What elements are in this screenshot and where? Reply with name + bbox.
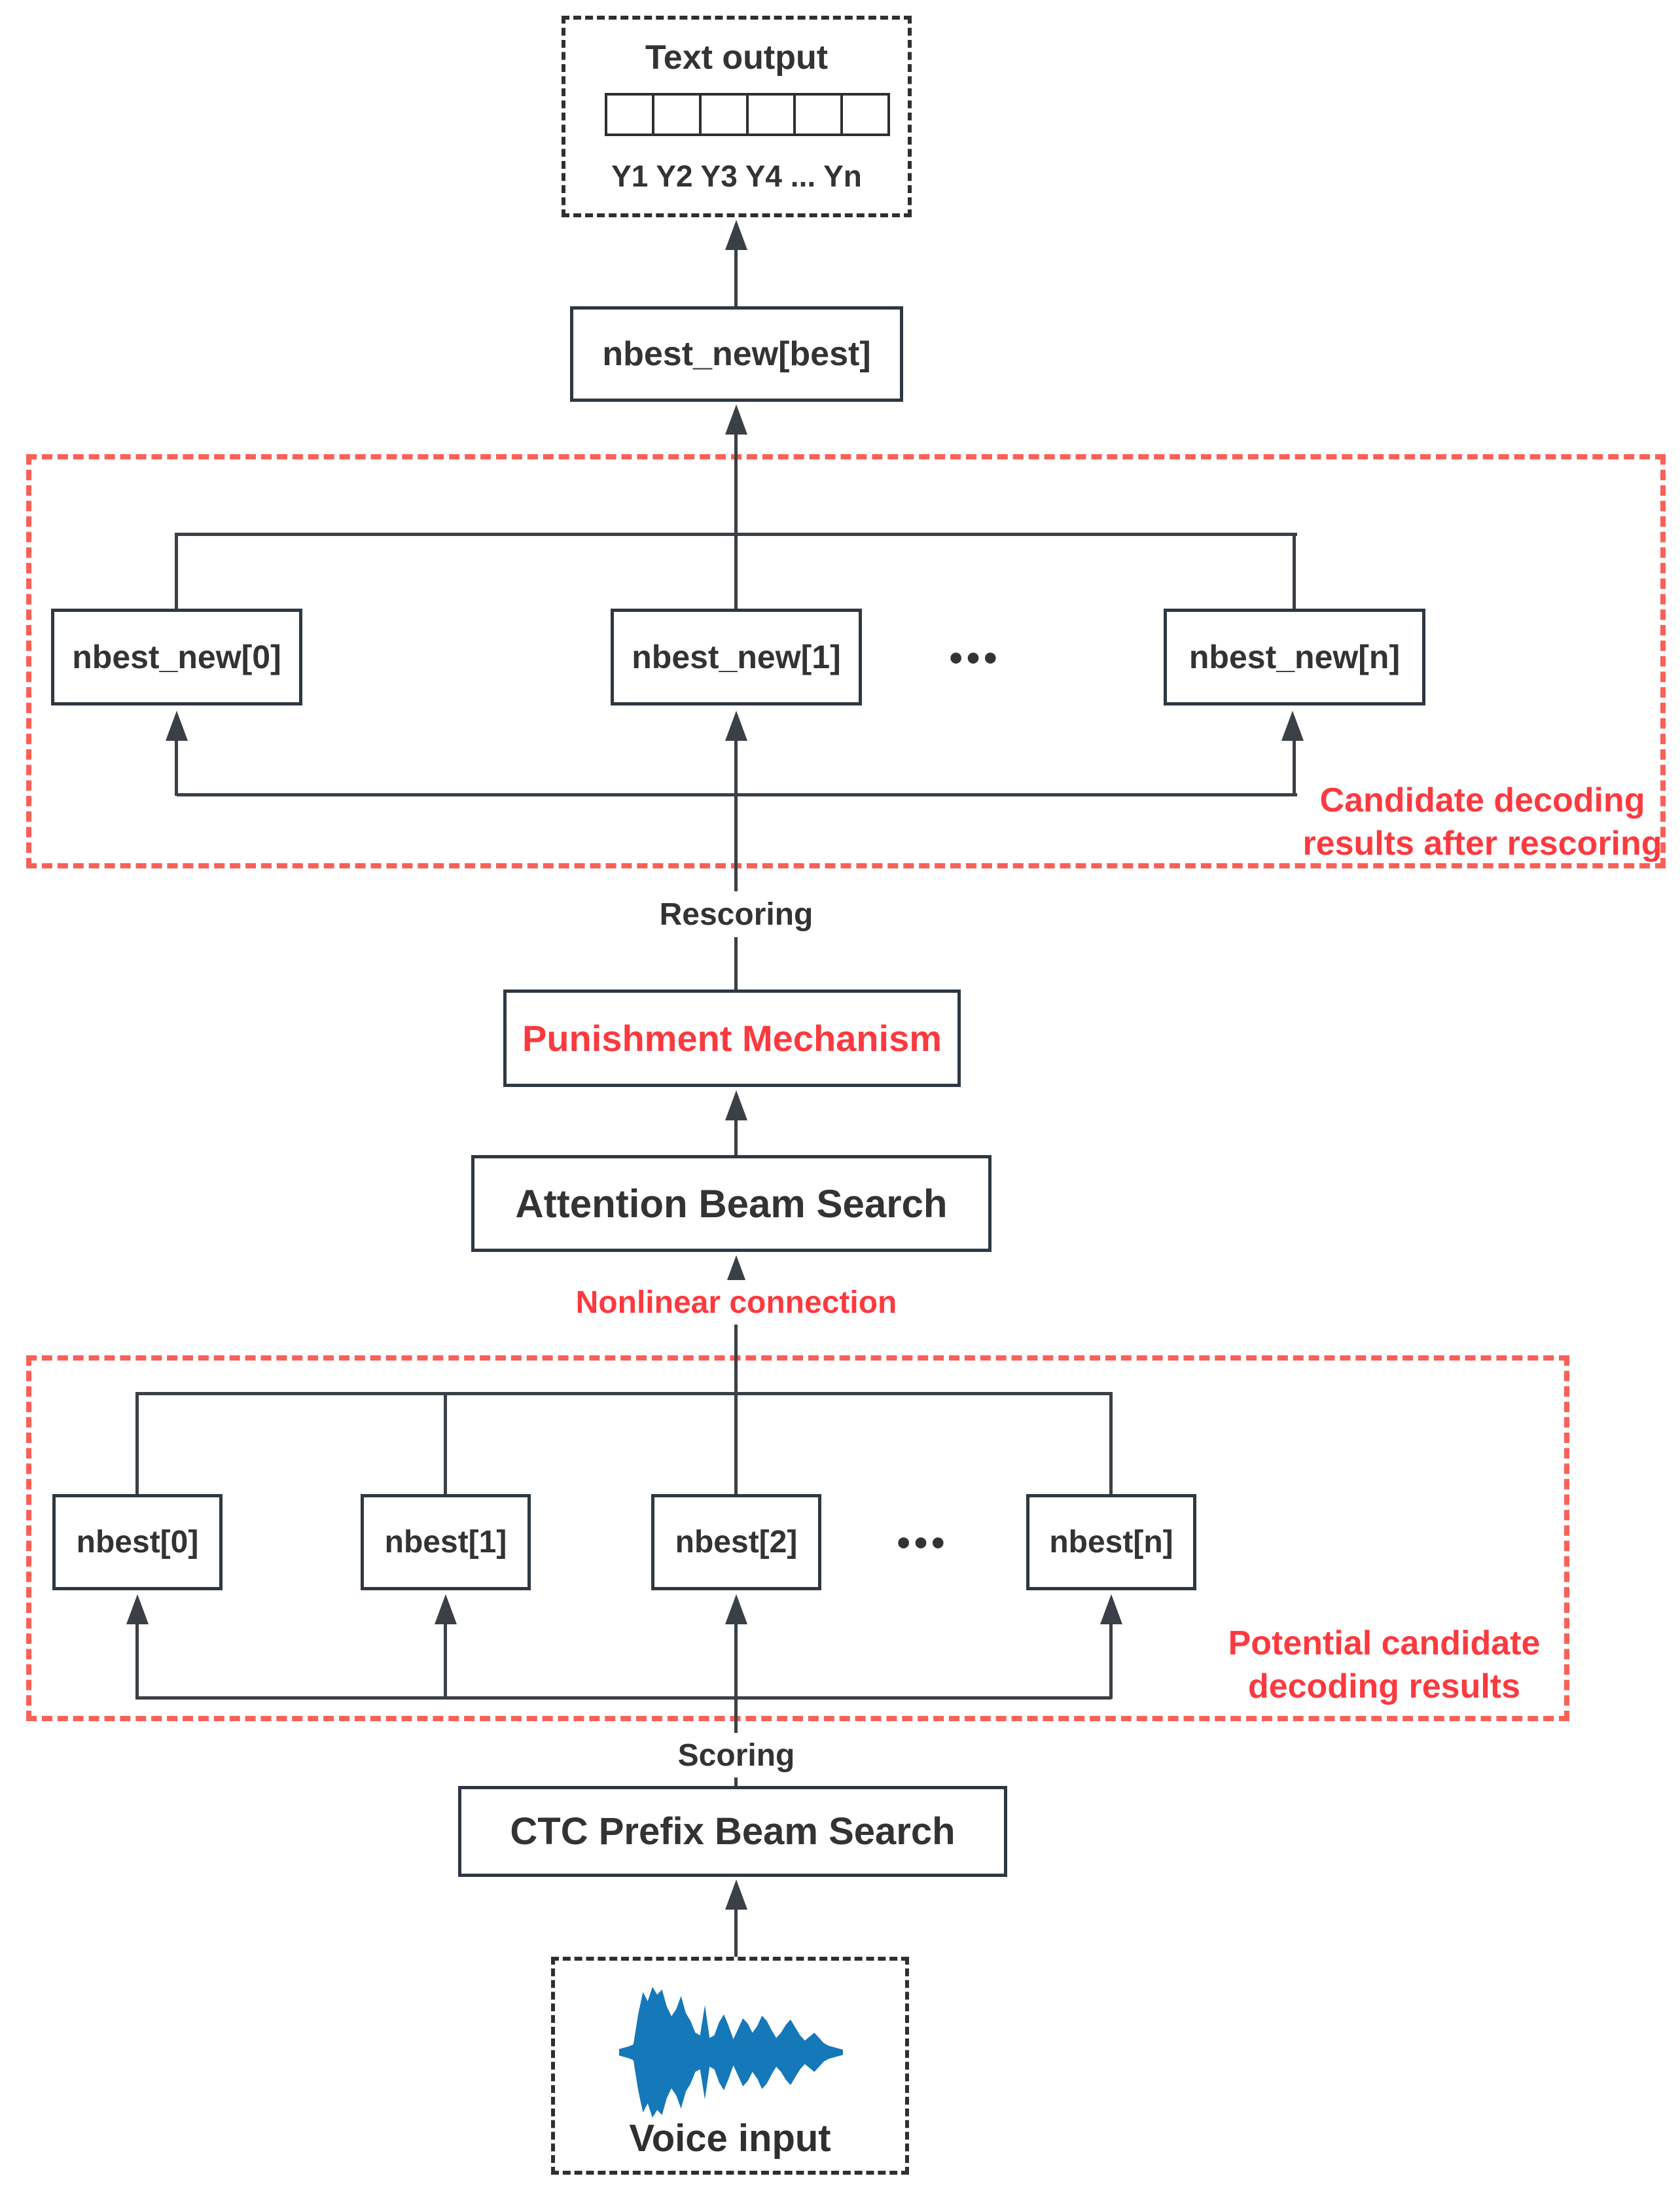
connector-stub-nbest-new-0	[175, 533, 178, 611]
connector-stub-nbest-0	[135, 1392, 139, 1494]
connector-collect-1	[177, 533, 1297, 536]
voice-input-box: Voice input	[551, 1957, 909, 2175]
node-nbest-0: nbest[0]	[52, 1494, 223, 1590]
connector-up-nbest-new-1	[734, 737, 738, 796]
node-nbest-1: nbest[1]	[361, 1494, 531, 1590]
connector-distrib-2	[135, 1696, 1111, 1700]
connector-collect-2	[135, 1392, 1111, 1395]
caption-line: Candidate decoding	[1293, 779, 1672, 822]
node-nbest-n: nbest[n]	[1026, 1494, 1196, 1590]
connector-voice-to-ctc	[734, 1906, 738, 1957]
caption-line: results after rescoring	[1293, 822, 1672, 865]
node-label: nbest[0]	[77, 1524, 199, 1560]
node-nbest-2: nbest[2]	[651, 1494, 821, 1590]
rescored-zone-caption: Candidate decoding results after rescori…	[1293, 779, 1672, 865]
node-ctc-prefix-beam-search: CTC Prefix Beam Search	[458, 1786, 1007, 1877]
connector-up-nbest-1	[444, 1620, 447, 1699]
connector-zone1-to-best	[734, 431, 738, 611]
text-output-title: Text output	[565, 38, 908, 77]
node-nbest-new-n: nbest_new[n]	[1164, 609, 1425, 705]
connector-stub-nbest-new-n	[1293, 533, 1296, 611]
rescoring-label: Rescoring	[612, 891, 861, 937]
waveform-icon	[619, 1987, 843, 2118]
ellipsis-dots: •••	[877, 1520, 969, 1565]
potential-zone-caption: Potential candidate decoding results	[1204, 1622, 1564, 1708]
token-cell	[653, 93, 700, 136]
token-cell	[747, 93, 795, 136]
node-label: nbest_new[n]	[1189, 638, 1400, 676]
node-label: Punishment Mechanism	[522, 1017, 942, 1060]
ellipsis-dots: •••	[929, 635, 1021, 681]
connector-up-nbest-2	[734, 1620, 738, 1699]
token-cell	[700, 93, 747, 136]
node-label: nbest[n]	[1049, 1524, 1173, 1560]
node-label: nbest[1]	[385, 1524, 507, 1560]
connector-stub-nbest-n	[1109, 1392, 1113, 1494]
node-label: Attention Beam Search	[515, 1181, 947, 1226]
node-nbest-new-best: nbest_new[best]	[570, 306, 903, 402]
token-cell	[795, 93, 842, 136]
node-nbest-new-0: nbest_new[0]	[51, 609, 302, 705]
node-punishment-mechanism: Punishment Mechanism	[503, 990, 961, 1087]
connector-up-nbest-n	[1109, 1620, 1113, 1699]
connector-up-nbest-new-0	[175, 737, 178, 796]
caption-line: Potential candidate	[1204, 1622, 1564, 1665]
token-cells	[605, 93, 890, 136]
node-label: nbest_new[1]	[632, 638, 841, 676]
node-label: nbest_new[0]	[72, 638, 281, 676]
node-attention-beam-search: Attention Beam Search	[471, 1155, 992, 1252]
token-labels: Y1 Y2 Y3 Y4 ... Yn	[565, 158, 908, 194]
voice-input-label: Voice input	[555, 2116, 905, 2160]
nonlinear-connection-label: Nonlinear connection	[566, 1280, 906, 1325]
text-output-box: Text output Y1 Y2 Y3 Y4 ... Yn	[562, 16, 912, 217]
node-nbest-new-1: nbest_new[1]	[611, 609, 862, 705]
token-cell	[842, 93, 890, 136]
connector-up-nbest-0	[135, 1620, 139, 1699]
node-label: CTC Prefix Beam Search	[510, 1810, 955, 1853]
token-cell	[605, 93, 653, 136]
connector-stub-nbest-1	[444, 1392, 447, 1494]
node-label: nbest_new[best]	[602, 334, 870, 374]
connector-best-to-output	[734, 246, 738, 306]
caption-line: decoding results	[1204, 1665, 1564, 1708]
connector-attention-to-punishment	[734, 1116, 738, 1155]
node-label: nbest[2]	[675, 1524, 798, 1560]
scoring-label: Scoring	[645, 1733, 828, 1777]
